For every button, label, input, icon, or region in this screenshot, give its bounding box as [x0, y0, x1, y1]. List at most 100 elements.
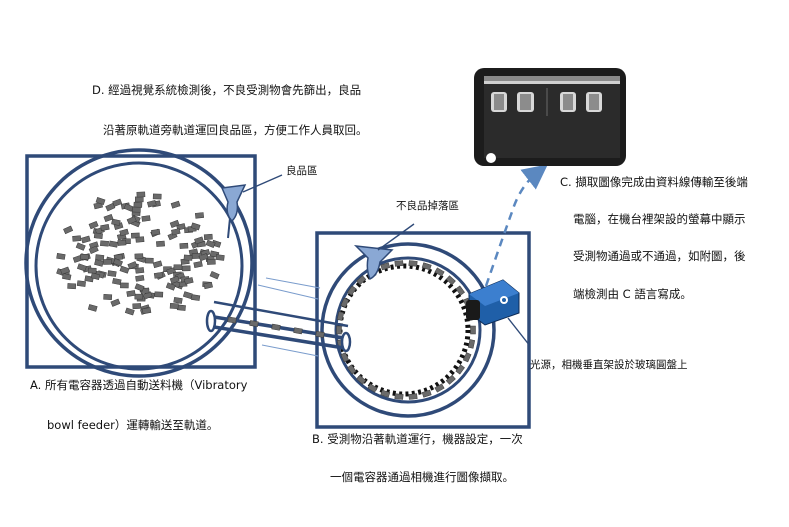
capacitor: [107, 270, 117, 277]
capacitor: [110, 298, 121, 307]
capacitor: [93, 232, 103, 240]
good-zone-label: 良品區: [286, 165, 318, 177]
step-a-text-line2: bowl feeder）運轉輸送至軌道。: [47, 418, 219, 432]
capacitor: [193, 260, 203, 269]
capacitor: [76, 280, 86, 287]
capacitor: [380, 262, 391, 271]
feeder-bowl-inner: [34, 161, 244, 371]
capacitor: [455, 285, 465, 296]
capacitor: [340, 297, 350, 308]
capacitor: [165, 282, 176, 291]
step-b-text-line2: 一個電容器通過相機進行圖像擷取。: [330, 470, 514, 484]
light-source-pointer: [507, 317, 531, 347]
data-cable-arrow: [484, 164, 548, 287]
capacitor: [170, 200, 181, 209]
capacitor: [367, 383, 378, 393]
capacitor: [135, 274, 145, 282]
glass-disc-outer: [320, 242, 496, 418]
capacitor: [336, 311, 345, 321]
capacitor: [194, 212, 205, 219]
capacitor: [135, 196, 144, 203]
capacitor: [336, 325, 342, 335]
capacitor: [134, 283, 145, 292]
capacitor: [119, 228, 129, 237]
capacitor: [103, 294, 113, 300]
capacitor: [434, 267, 445, 277]
capacitor: [103, 259, 112, 265]
capacitor: [421, 389, 432, 398]
capacitor: [152, 260, 163, 269]
glass-disc-inner: [334, 256, 482, 404]
capacitor: [173, 264, 183, 271]
capacitor: [184, 277, 194, 285]
capacitor: [169, 219, 180, 228]
capacitor: [394, 393, 404, 400]
capacitor: [133, 201, 143, 208]
capacitor: [171, 228, 181, 236]
capacitor: [347, 364, 357, 375]
capacitor: [182, 291, 193, 300]
capacitor: [131, 232, 140, 239]
capacitor: [134, 293, 144, 300]
capacitor: [136, 191, 146, 198]
capacitor: [75, 242, 86, 251]
step-d-text-line2: 沿著原軌道旁軌道運回良品區，方便工作人員取回。: [103, 123, 368, 137]
capacitor: [203, 281, 213, 290]
capacitor: [93, 201, 103, 210]
capacitor: [249, 320, 259, 328]
capacitors-on-disc: [336, 260, 476, 400]
feed-rails: [205, 277, 352, 357]
capacitor: [271, 323, 281, 331]
capacitor: [103, 213, 114, 223]
capacitor: [100, 224, 110, 231]
capacitor: [434, 383, 445, 393]
capacitor: [340, 352, 350, 363]
capacitor: [144, 257, 154, 264]
capacitor: [135, 267, 145, 274]
capacitor: [60, 266, 70, 275]
capacitor: [215, 254, 225, 261]
capacitor: [293, 327, 303, 335]
capacitor: [347, 285, 357, 296]
capacitor: [127, 261, 138, 270]
capacitor: [76, 263, 87, 272]
capacitor: [356, 374, 367, 385]
capacitor: [113, 258, 123, 267]
capacitor: [94, 259, 104, 267]
capacitor: [87, 304, 98, 312]
capacitor: [356, 275, 367, 286]
step-c-text-line1: C. 擷取圖像完成由資料線傳輸至後端: [560, 175, 748, 189]
capacitor: [445, 275, 456, 286]
capacitor: [80, 253, 89, 260]
disc-panel-frame: [315, 231, 531, 429]
step-a-text-line1: A. 所有電容器透過自動送料機（Vibratory: [30, 378, 248, 392]
feeder-bowl-outer: [24, 148, 254, 378]
step-c-text-line2: 電腦，在機台裡架設的螢幕中顯示: [573, 212, 746, 226]
capacitor: [455, 364, 465, 375]
capacitor: [95, 197, 106, 205]
capacitor: [470, 325, 476, 335]
capacitor: [108, 240, 119, 248]
capacitor: [183, 254, 193, 261]
capacitor: [72, 235, 82, 242]
capacitor: [315, 330, 325, 338]
capacitor: [88, 245, 99, 255]
capacitor: [156, 240, 165, 247]
capacitor: [87, 267, 97, 274]
capacitor: [206, 258, 216, 265]
capacitor: [408, 260, 418, 267]
capacitor: [394, 260, 404, 267]
capacitor: [181, 265, 191, 272]
capacitor: [117, 239, 127, 246]
reject-zone-funnel: [353, 245, 394, 281]
capacitor: [67, 283, 77, 290]
capacitors-on-rail: [227, 316, 325, 338]
capacitor: [169, 275, 180, 284]
capacitor: [56, 253, 66, 260]
capacitor: [209, 270, 220, 280]
inspection-monitor: [474, 68, 626, 166]
capacitor: [152, 193, 162, 200]
capacitor: [90, 272, 101, 281]
capacitor: [380, 389, 391, 398]
capacitor: [141, 215, 151, 222]
